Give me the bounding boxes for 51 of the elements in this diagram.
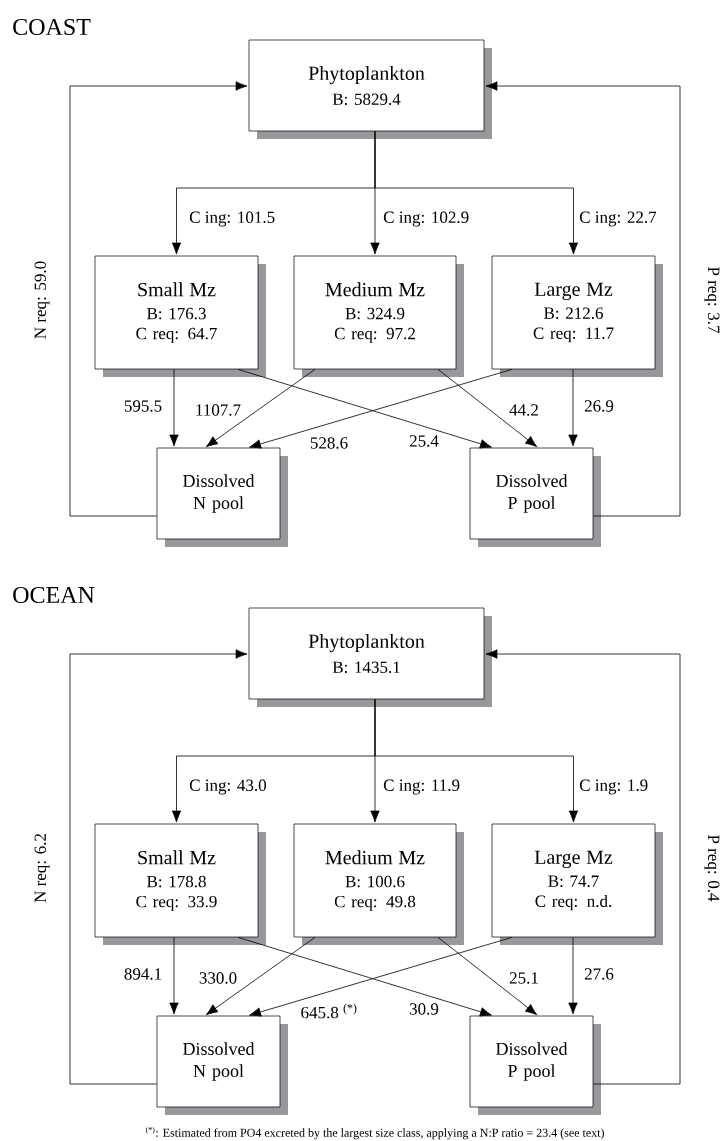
edge-label: 330.0 <box>197 971 239 985</box>
footnote: $^{(*)}$: Estimated from PO4 excreted by the largest size class, applying a N:P ratio = 23.4 (see text) <box>145 1126 604 1140</box>
arrow <box>374 130 579 255</box>
arrow <box>568 368 578 447</box>
arrow <box>69 649 248 1085</box>
edge-label: C ing: 43.0 <box>188 778 268 796</box>
panel-title: OCEAN <box>13 586 95 604</box>
edge-label: 27.6 <box>583 967 615 981</box>
compartment-box: Medium Mz B: 100.6 C req: 49.8 <box>293 823 464 945</box>
edge-label: 528.6 <box>308 436 350 450</box>
arrow <box>169 936 179 1015</box>
edge-label: C ing: 22.7 <box>578 210 658 228</box>
arrow <box>485 649 681 1085</box>
edge-label: 30.9 <box>408 1002 440 1016</box>
compartment-box: Small Mz B: 176.3 C req: 64.7 <box>94 255 266 377</box>
arrow <box>374 698 579 823</box>
edge-label: N req: 59.0 <box>33 259 51 341</box>
edge-label: 1107.7 <box>193 403 243 417</box>
edge-label: 25.1 <box>508 971 540 985</box>
compartment-box: Large Mz B: 212.6 C req: 11.7 <box>491 255 663 377</box>
edge-label: C ing: 1.9 <box>578 778 650 796</box>
edge-label: 894.1 <box>122 967 164 981</box>
edge-label: C ing: 11.9 <box>382 778 461 796</box>
pool-box: Dissolved N pool <box>156 447 288 547</box>
arrow <box>169 368 179 447</box>
compartment-box: Phytoplankton B: 5829.4 <box>248 39 492 139</box>
edge-label: C ing: 102.9 <box>382 210 471 228</box>
edge-label: 44.2 <box>508 403 540 417</box>
edge-label: 645.8 $^{(*)}$ <box>299 1002 359 1020</box>
edge-label: 25.4 <box>408 434 440 448</box>
arrow <box>568 936 578 1015</box>
arrow <box>205 936 316 1016</box>
compartment-box: Phytoplankton B: 1435.1 <box>248 607 492 707</box>
panel-title: COAST <box>13 18 91 36</box>
edge-label: 595.5 <box>122 399 164 413</box>
arrow <box>437 368 538 448</box>
arrow <box>205 368 316 448</box>
pool-box: Dissolved P pool <box>469 447 601 547</box>
edge-label: N req: 6.2 <box>33 832 51 904</box>
edge-label: P req: 3.7 <box>703 265 721 335</box>
edge-label: P req: 0.4 <box>703 833 721 903</box>
arrow <box>69 81 248 517</box>
compartment-box: Medium Mz B: 324.9 C req: 97.2 <box>293 255 464 377</box>
pool-box: Dissolved P pool <box>469 1015 601 1115</box>
compartment-box: Large Mz B: 74.7 C req: n.d. <box>491 823 663 945</box>
edge-label: C ing: 101.5 <box>188 210 277 228</box>
edge-label: 26.9 <box>583 399 615 413</box>
compartment-box: Small Mz B: 178.8 C req: 33.9 <box>94 823 266 945</box>
pool-box: Dissolved N pool <box>156 1015 288 1115</box>
arrow <box>437 936 538 1016</box>
arrow <box>485 81 681 517</box>
